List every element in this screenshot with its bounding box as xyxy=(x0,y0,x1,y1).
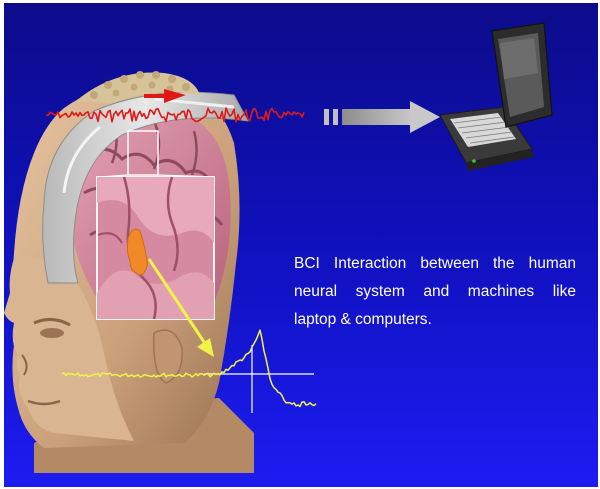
bci-slide: BCI Interaction between the human neural… xyxy=(4,3,598,487)
cortex-inset xyxy=(97,177,214,319)
caption-line-3: laptop & computers. xyxy=(294,306,576,334)
caption-line-2: neural system and machines like xyxy=(294,278,576,306)
caption-line-1: BCI Interaction between the human xyxy=(294,250,576,278)
slide-caption: BCI Interaction between the human neural… xyxy=(294,250,576,334)
bci-illustration xyxy=(4,3,598,487)
